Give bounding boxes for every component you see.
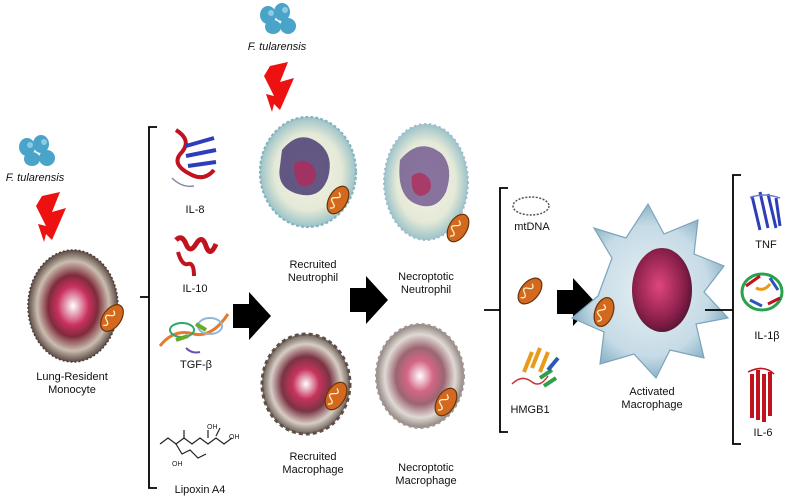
bacteria-icon-left: [19, 135, 55, 166]
necroptotic-neutrophil-cell: [383, 123, 474, 247]
tnf-protein-icon: [749, 191, 782, 231]
activated-macrophage-cell: [570, 202, 730, 380]
cytokine-label-il1b: IL-1β: [754, 330, 780, 342]
bracket-damps: [484, 187, 508, 433]
recruited-neutrophil-cell: [258, 115, 358, 229]
necroptotic-macrophage-cell: [375, 323, 465, 429]
mediator-label-lipoxin-a4: Lipoxin A4: [174, 484, 226, 496]
lipoxin-a4-structure-icon: [159, 427, 233, 459]
mediator-label-il10: IL-10: [182, 283, 208, 295]
arrow-2: [350, 276, 388, 324]
monocyte-cell: [27, 249, 129, 363]
damp-label-hmgb1: HMGB1: [510, 404, 550, 416]
damp-label-mtdna: mtDNA: [514, 221, 550, 233]
tgf-beta-protein-icon: [158, 313, 230, 354]
mediator-label-tgf-beta: TGF-β: [180, 359, 212, 371]
recruited-macrophage-cell: [260, 332, 352, 436]
arrow-1: [233, 292, 271, 340]
cytokine-label-tnf: TNF: [755, 239, 777, 251]
il10-protein-icon: [174, 235, 219, 277]
mediator-label-il8: IL-8: [185, 204, 205, 216]
il1b-protein-icon: [740, 272, 784, 312]
mtdna-icon: [512, 196, 550, 216]
hmgb1-protein-icon: [511, 347, 560, 388]
il6-protein-icon: [747, 367, 775, 422]
bacteria-label-left: F. tularensis: [5, 172, 65, 184]
cytokine-label-il6: IL-6: [753, 427, 773, 439]
oh-label-1: OH: [207, 424, 218, 431]
bacteria-icon-top: [260, 3, 296, 34]
bracket-cytokines: [705, 174, 741, 445]
lightning-bolt-icon-top: [264, 62, 294, 112]
lightning-bolt-icon-left: [36, 192, 66, 242]
mitochondrion-icon: [512, 273, 548, 309]
il8-protein-icon: [171, 128, 217, 188]
oh-label-3: OH: [172, 461, 183, 468]
bacteria-label-top: F. tularensis: [247, 41, 307, 53]
bracket-mediators: [140, 126, 157, 489]
oh-label-2: OH: [229, 434, 240, 441]
